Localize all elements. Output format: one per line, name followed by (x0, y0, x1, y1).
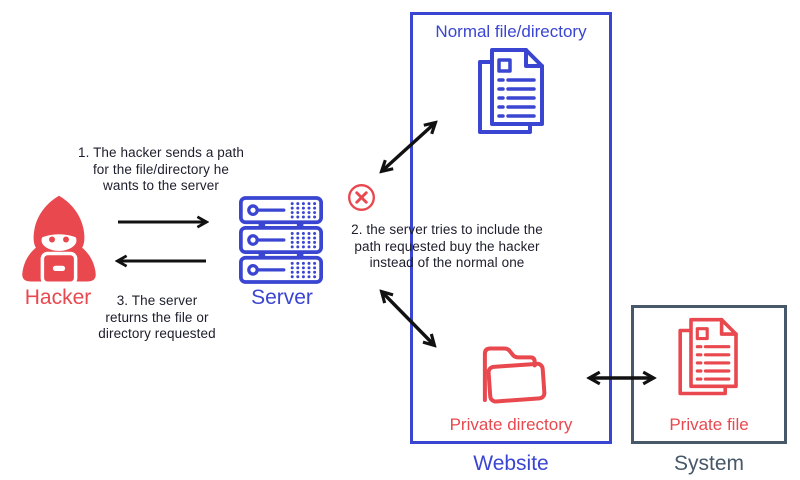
step2-caption: 2. the server tries to include the path … (330, 222, 564, 272)
documents-icon (678, 317, 738, 396)
step1-line2: for the file/directory he (92, 161, 230, 177)
website-label: Website (473, 452, 549, 475)
step1-line3: wants to the server (103, 178, 219, 193)
step3-caption: 3. The server returns the file or direct… (83, 293, 231, 343)
documents-icon (478, 48, 544, 134)
private-directory-label: Private directory (449, 415, 573, 434)
server-label: Server (251, 286, 313, 309)
system-label: System (673, 452, 744, 475)
step1-caption: 1. The hacker sends a path for the file/… (56, 145, 266, 195)
step2-line2: path requested buy the hacker (354, 238, 540, 254)
step2-line1: 2. the server tries to include the (351, 222, 543, 237)
server-rack-icon (239, 196, 323, 284)
step1-line1: 1. The hacker sends a path (78, 145, 244, 160)
step2-line3: instead of the normal one (369, 255, 525, 270)
private-file-label: Private file (669, 415, 749, 434)
website-box (410, 12, 612, 444)
hacker-label: Hacker (24, 286, 92, 309)
step3-line2: returns the file or (105, 309, 209, 325)
step3-line3: directory requested (98, 326, 216, 341)
x-circle-icon (348, 184, 375, 211)
open-folder-icon (482, 346, 547, 404)
step3-line1: 3. The server (116, 293, 198, 308)
hooded-hacker-icon (22, 195, 96, 285)
normal-file-directory-label: Normal file/directory (435, 22, 587, 41)
